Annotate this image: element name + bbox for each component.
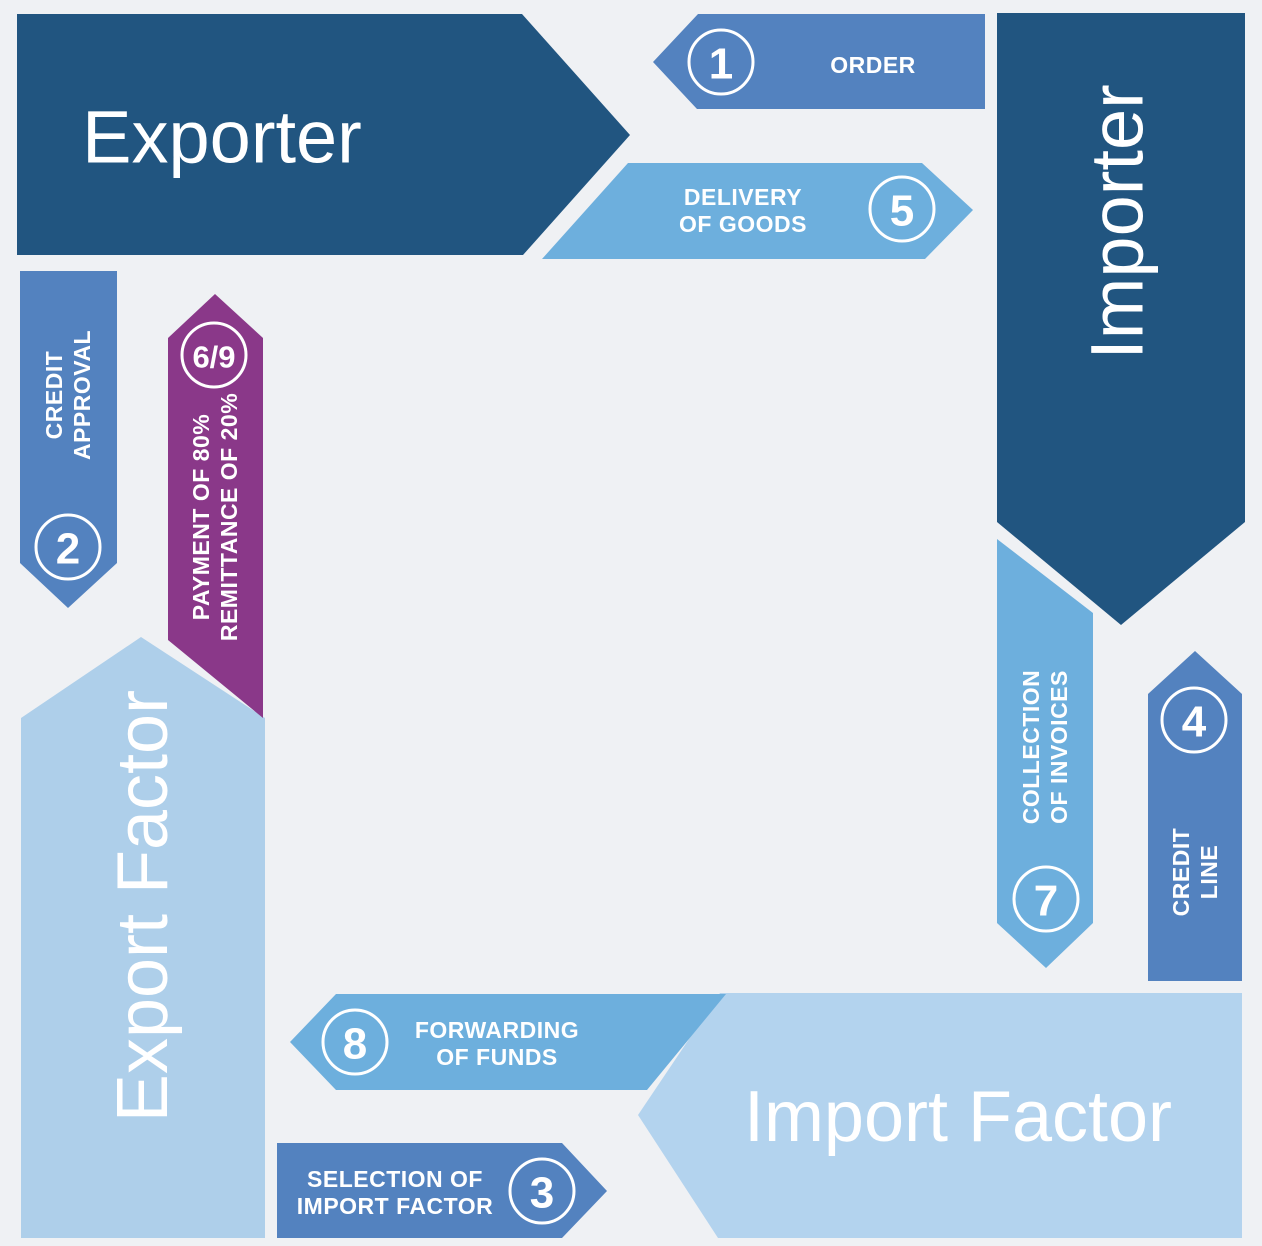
selection-arrow-shape (277, 1143, 607, 1238)
step-delivery-arrow: 5 DELIVERY OF GOODS (542, 163, 973, 259)
step-6-9-number: 6/9 (192, 340, 235, 375)
credit-line-label-line2: LINE (1196, 845, 1222, 899)
step-1-badge-circle (687, 28, 755, 96)
importer-arrow-shape (997, 13, 1245, 625)
delivery-label-line1: DELIVERY (684, 184, 802, 210)
import-factor-arrow-shape (638, 993, 1242, 1238)
collection-label-line2: OF INVOICES (1046, 670, 1072, 824)
exporter-arrow-shape (17, 14, 630, 255)
credit-approval-label-line1: CREDIT (41, 351, 67, 440)
step-3-number: 3 (530, 1169, 554, 1218)
step-5-number: 5 (890, 187, 914, 236)
selection-label-line1: SELECTION OF (307, 1166, 483, 1192)
importer-label: Importer (1076, 84, 1159, 360)
forwarding-label-line1: FORWARDING (415, 1017, 579, 1043)
payment-label-line2: REMITTANCE OF 20% (216, 393, 242, 641)
step-2-number: 2 (56, 525, 80, 574)
step-8-badge-circle (321, 1008, 389, 1076)
credit-line-label-line1: CREDIT (1168, 828, 1194, 917)
forwarding-label-line2: OF FUNDS (436, 1044, 558, 1070)
credit-approval-label-line2: APPROVAL (69, 330, 95, 460)
step-forwarding-arrow: 8 FORWARDING OF FUNDS (290, 994, 726, 1090)
step-selection-arrow: 3 SELECTION OF IMPORT FACTOR (277, 1143, 607, 1238)
step-payment-arrow: 6/9 PAYMENT OF 80% REMITTANCE OF 20% (168, 294, 263, 718)
step-2-badge-circle (34, 513, 102, 581)
delivery-label-line2: OF GOODS (679, 211, 807, 237)
export-factor-entity: Export Factor (21, 637, 265, 1238)
step-7-number: 7 (1034, 877, 1058, 926)
step-8-number: 8 (343, 1020, 367, 1069)
exporter-entity: Exporter (17, 14, 630, 255)
delivery-arrow-shape (542, 163, 973, 259)
payment-arrow-shape (168, 294, 263, 718)
importer-entity: Importer (997, 13, 1245, 625)
step-credit-approval-arrow: 2 CREDIT APPROVAL (20, 271, 117, 608)
export-factor-label: Export Factor (103, 690, 183, 1122)
selection-label-line2: IMPORT FACTOR (297, 1193, 493, 1219)
credit-line-arrow-shape (1148, 651, 1242, 981)
step-5-badge-circle (868, 175, 936, 243)
step-1-number: 1 (709, 40, 733, 89)
step-credit-line-arrow: 4 CREDIT LINE (1148, 651, 1242, 981)
step-4-number: 4 (1182, 698, 1207, 747)
forwarding-arrow-shape (290, 994, 726, 1090)
payment-label-line1: PAYMENT OF 80% (188, 414, 214, 620)
step-order-arrow: 1 ORDER (653, 14, 985, 109)
step-7-badge-circle (1012, 865, 1080, 933)
export-factor-arrow-shape (21, 637, 265, 1238)
step-6-9-badge-circle (180, 321, 248, 389)
step-4-badge-circle (1160, 686, 1228, 754)
collection-arrow-shape (997, 539, 1093, 968)
import-factor-label: Import Factor (744, 1077, 1172, 1157)
step-collection-arrow: 7 COLLECTION OF INVOICES (997, 539, 1093, 968)
order-label: ORDER (830, 52, 916, 78)
exporter-label: Exporter (82, 96, 362, 179)
import-factor-entity: Import Factor (638, 993, 1242, 1238)
collection-label-line1: COLLECTION (1018, 670, 1044, 825)
step-3-badge-circle (508, 1157, 576, 1225)
order-arrow-shape (653, 14, 985, 109)
